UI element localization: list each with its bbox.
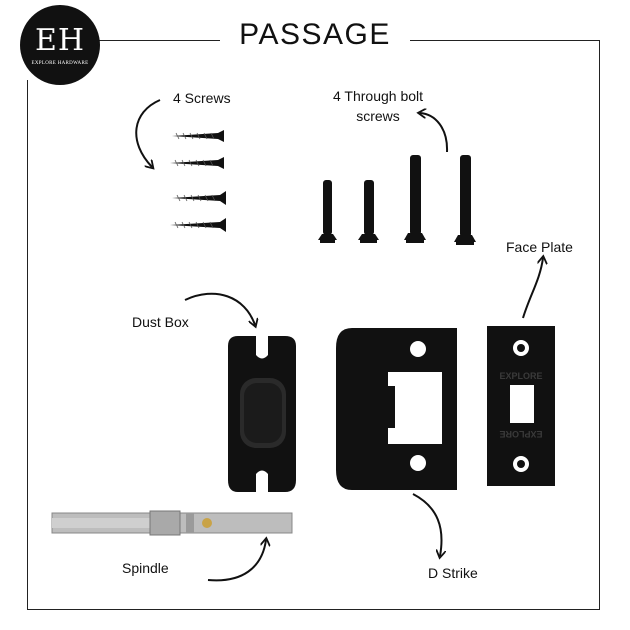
label-through-bolt-line2: screws xyxy=(356,108,400,124)
face-plate: EXPLORE EXPLORE xyxy=(487,326,555,486)
brand-monogram: EH xyxy=(34,23,86,58)
wood-screws xyxy=(170,130,226,232)
frame-left xyxy=(27,80,28,610)
brand-name: EXPLORE HARDWARE xyxy=(31,61,89,66)
arrow-through-bolt xyxy=(420,113,449,153)
arrow-dust-box xyxy=(184,292,255,325)
frame-bottom xyxy=(27,609,600,610)
arrow-face-plate xyxy=(522,258,543,319)
bolt-3 xyxy=(404,155,426,243)
plate-engraving-top: EXPLORE xyxy=(499,371,542,381)
bolt-2 xyxy=(358,180,379,243)
frame-top-left xyxy=(96,40,220,41)
label-face-plate: Face Plate xyxy=(506,239,573,255)
frame-top-right xyxy=(410,40,600,41)
bolt-4 xyxy=(454,155,476,245)
screw-2 xyxy=(170,157,224,169)
arrow-spindle xyxy=(207,540,266,582)
label-through-bolt: 4 Through bolt screws xyxy=(318,86,438,126)
brand-logo: EH EXPLORE HARDWARE xyxy=(20,5,100,85)
arrow-screws xyxy=(135,99,161,167)
label-spindle: Spindle xyxy=(122,560,169,576)
arrow-d-strike xyxy=(412,493,442,556)
label-dust-box: Dust Box xyxy=(132,314,189,330)
screw-1 xyxy=(172,130,224,142)
bolt-1 xyxy=(318,180,337,243)
frame-right xyxy=(599,40,600,610)
d-strike xyxy=(336,328,457,490)
screw-3 xyxy=(172,191,226,205)
plate-engraving-bottom: EXPLORE xyxy=(499,429,542,439)
screw-4 xyxy=(170,218,226,232)
label-d-strike: D Strike xyxy=(428,565,478,581)
dust-box xyxy=(228,336,296,492)
label-through-bolt-line1: 4 Through bolt xyxy=(332,88,424,104)
through-bolts xyxy=(318,155,476,245)
spindle xyxy=(51,510,293,536)
label-screws: 4 Screws xyxy=(173,90,231,106)
page-title: PASSAGE xyxy=(239,18,391,51)
